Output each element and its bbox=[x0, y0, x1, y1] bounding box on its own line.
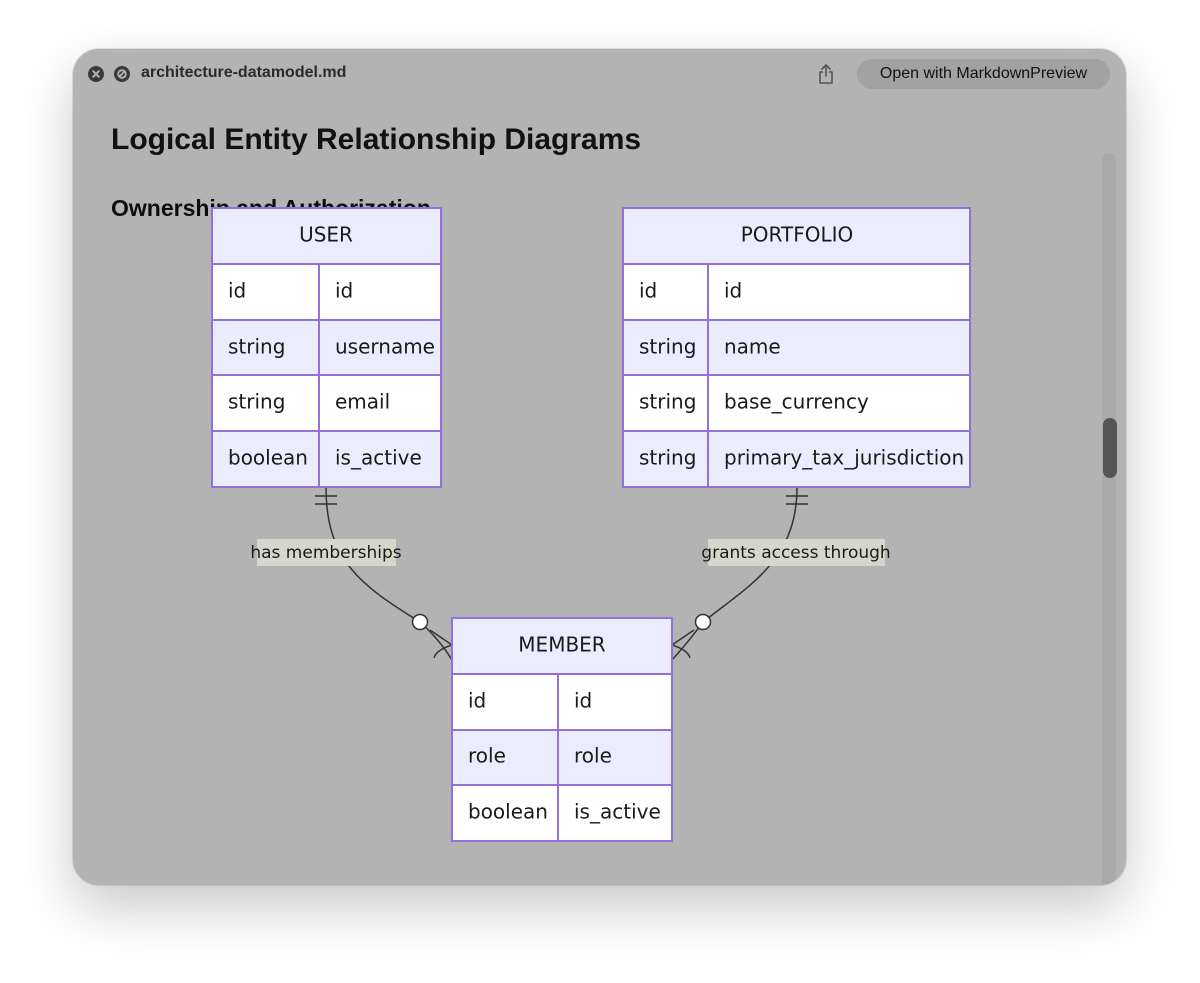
attribute-name: is_active bbox=[574, 800, 661, 824]
no-entry-icon[interactable] bbox=[114, 66, 130, 82]
relationship-line-user-member bbox=[325, 486, 453, 661]
scrollbar-thumb[interactable] bbox=[1103, 418, 1117, 478]
er-diagram: has memberships grants access through US… bbox=[211, 207, 971, 842]
entity-title: PORTFOLIO bbox=[741, 223, 854, 247]
entity-member bbox=[451, 617, 673, 842]
relationship-label-bg bbox=[257, 539, 396, 566]
attribute-name: username bbox=[335, 335, 435, 359]
share-icon[interactable] bbox=[817, 63, 835, 85]
attribute-name: role bbox=[574, 744, 612, 768]
attribute-name: id bbox=[574, 689, 592, 713]
attribute-name: id bbox=[724, 279, 742, 303]
close-icon[interactable] bbox=[88, 66, 104, 82]
document-window: architecture-datamodel.md Open with Mark… bbox=[73, 49, 1126, 885]
attribute-name: email bbox=[335, 390, 390, 414]
attribute-type: string bbox=[228, 390, 285, 414]
scrollbar-track[interactable] bbox=[1102, 153, 1116, 885]
attribute-type: string bbox=[639, 335, 696, 359]
attribute-type: role bbox=[468, 744, 506, 768]
attribute-name: primary_tax_jurisdiction bbox=[724, 446, 964, 470]
attribute-name: name bbox=[724, 335, 781, 359]
title-bar: architecture-datamodel.md Open with Mark… bbox=[73, 49, 1126, 99]
attribute-type: boolean bbox=[228, 446, 308, 470]
relationship-label: has memberships bbox=[250, 543, 401, 563]
entity-portfolio bbox=[622, 207, 971, 488]
page-heading: Logical Entity Relationship Diagrams bbox=[111, 123, 642, 156]
attribute-name: is_active bbox=[335, 446, 422, 470]
entity-user bbox=[211, 207, 442, 488]
one-marker-portfolio bbox=[786, 495, 808, 505]
attribute-type: boolean bbox=[468, 800, 548, 824]
attribute-name: base_currency bbox=[724, 390, 869, 414]
attribute-type: id bbox=[468, 689, 486, 713]
relationship-label: grants access through bbox=[701, 543, 890, 563]
entity-title: USER bbox=[299, 223, 353, 247]
entity-title: MEMBER bbox=[518, 633, 606, 657]
attribute-type: id bbox=[228, 279, 246, 303]
one-marker-user bbox=[315, 495, 337, 505]
relationship-line-portfolio-member bbox=[671, 486, 798, 661]
attribute-name: id bbox=[335, 279, 353, 303]
document-content: Logical Entity Relationship Diagrams Own… bbox=[73, 99, 1126, 885]
open-with-button[interactable]: Open with MarkdownPreview bbox=[857, 59, 1110, 89]
attribute-type: id bbox=[639, 279, 657, 303]
relationship-label-bg bbox=[708, 539, 885, 566]
attribute-type: string bbox=[228, 335, 285, 359]
attribute-type: string bbox=[639, 390, 696, 414]
file-name: architecture-datamodel.md bbox=[141, 64, 347, 81]
many-marker-user bbox=[411, 613, 453, 660]
attribute-type: string bbox=[639, 446, 696, 470]
